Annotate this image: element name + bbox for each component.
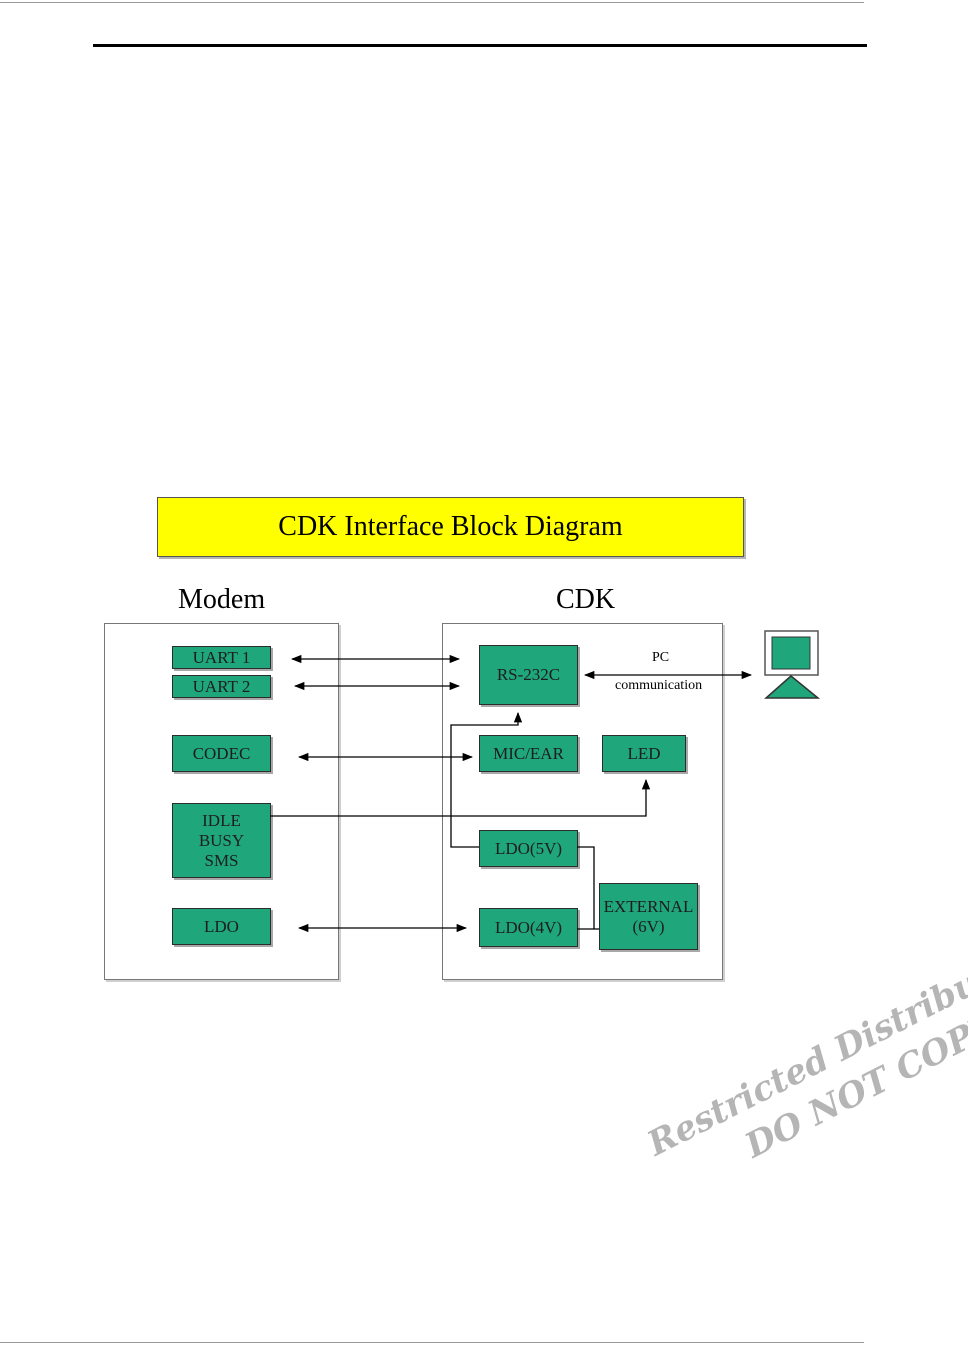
ldo5v-external-link	[577, 847, 594, 929]
footer-rule	[0, 1342, 864, 1343]
status-led-link	[270, 780, 646, 816]
monitor-icon	[765, 631, 818, 698]
ldo5v-rs232c-link	[451, 713, 518, 847]
